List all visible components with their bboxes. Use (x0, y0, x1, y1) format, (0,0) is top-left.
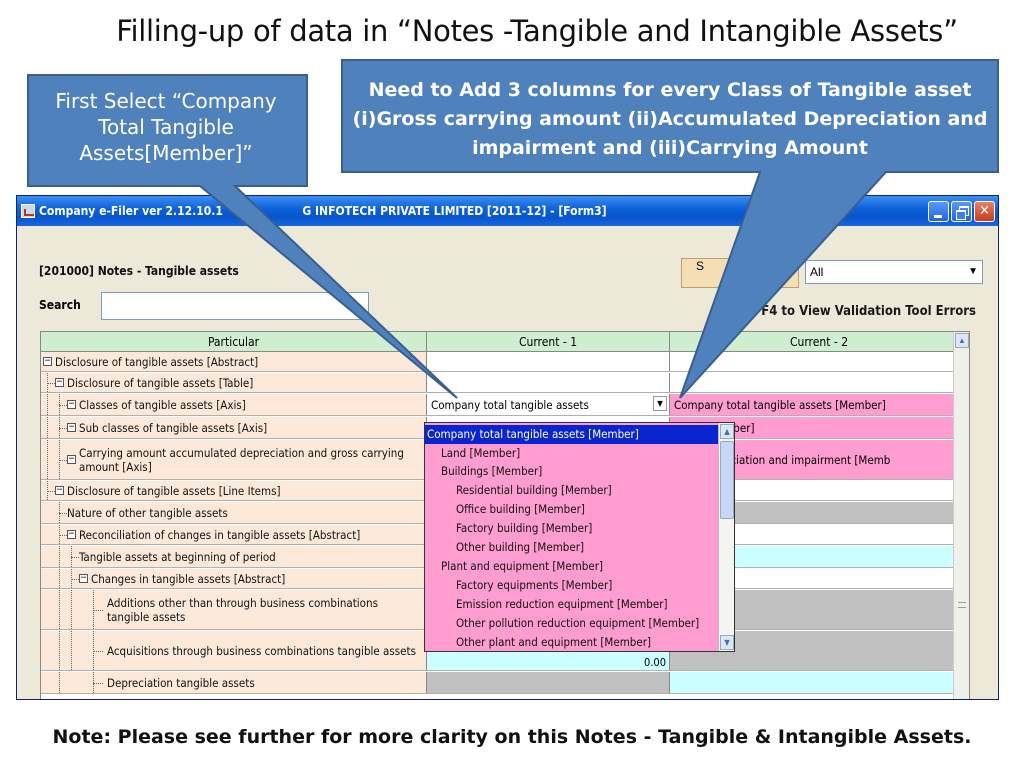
app-icon (21, 204, 35, 218)
footer-note: Note: Please see further for more clarit… (52, 726, 972, 748)
table-row[interactable]: − Classes of tangible assets [Axis] Comp… (41, 394, 969, 416)
dropdown-option[interactable]: Factory equipments [Member] (456, 578, 613, 592)
filter-select-value: All (810, 265, 824, 279)
row-label: Carrying amount accumulated depreciation… (79, 445, 404, 474)
slide-title: Filling-up of data in “Notes -Tangible a… (116, 14, 958, 48)
row-label: Depreciation tangible assets (107, 675, 255, 690)
row-label: Acquisitions through business combinatio… (107, 643, 416, 658)
restore-button[interactable] (951, 201, 972, 222)
window-title-right: G INFOTECH PRIVATE LIMITED [2011-12] - [… (302, 204, 607, 218)
window-controls (928, 201, 995, 222)
collapse-icon[interactable]: − (67, 529, 76, 539)
save-button[interactable]: S (681, 258, 799, 288)
dropdown-scrollbar[interactable]: ▲ ▼ (718, 423, 734, 651)
particular-cell[interactable]: − Disclosure of tangible assets [Line It… (41, 481, 427, 500)
current-2-cell[interactable]: Company total tangible assets [Member] (670, 394, 969, 415)
dropdown-option[interactable]: Factory building [Member] (456, 521, 593, 535)
collapse-icon[interactable]: − (67, 399, 76, 409)
particular-cell[interactable]: Nature of other tangible assets (41, 502, 427, 523)
header-current-1[interactable]: Current - 1 (427, 332, 670, 352)
current-1-cell[interactable] (427, 352, 670, 371)
dropdown-option[interactable]: Emission reduction equipment [Member] (456, 597, 668, 611)
scroll-grip-icon (958, 602, 966, 608)
collapse-icon[interactable]: − (67, 454, 76, 464)
row-label: Classes of tangible assets [Axis] (79, 397, 246, 412)
particular-cell[interactable]: − Sub classes of tangible assets [Axis] (41, 417, 427, 438)
minimize-button[interactable] (928, 201, 949, 222)
class-dropdown-list[interactable]: Company total tangible assets [Member] L… (424, 422, 735, 652)
table-row[interactable]: − Disclosure of tangible assets [Abstrac… (41, 352, 969, 372)
current-2-cell[interactable] (670, 502, 969, 523)
dropdown-option[interactable]: Buildings [Member] (441, 464, 543, 478)
grid-scrollbar[interactable]: ▲ (953, 332, 969, 699)
header-current-2[interactable]: Current - 2 (670, 332, 969, 352)
current-2-cell[interactable] (670, 373, 969, 392)
cell-value: 0.00 (643, 656, 666, 669)
close-button[interactable] (974, 201, 995, 222)
particular-cell[interactable]: Acquisitions through business combinatio… (41, 631, 427, 670)
current-2-cell[interactable] (670, 546, 969, 567)
callout-left-text: First Select “Company Total Tangible Ass… (55, 89, 277, 165)
collapse-icon[interactable]: − (79, 573, 88, 583)
row-label: Reconciliation of changes in tangible as… (79, 527, 361, 542)
row-label: Tangible assets at beginning of period (79, 549, 276, 564)
collapse-icon[interactable]: − (55, 485, 64, 495)
row-label: Sub classes of tangible assets [Axis] (79, 420, 268, 435)
row-label: Disclosure of tangible assets [Abstract] (55, 354, 259, 369)
row-label: Changes in tangible assets [Abstract] (91, 571, 286, 586)
row-label: Additions other than through business co… (107, 595, 378, 624)
callout-right-text: Need to Add 3 columns for every Class of… (352, 79, 988, 159)
current-2-cell[interactable] (670, 672, 969, 693)
filter-select[interactable]: All ▼ (805, 260, 983, 284)
particular-cell[interactable]: − Reconciliation of changes in tangible … (41, 525, 427, 544)
scroll-up-icon[interactable]: ▲ (720, 424, 734, 439)
dropdown-option[interactable]: Other pollution reduction equipment [Mem… (456, 616, 700, 630)
scroll-thumb[interactable] (720, 441, 734, 519)
dropdown-option[interactable]: Other building [Member] (456, 540, 585, 554)
current-2-cell[interactable] (670, 569, 969, 588)
section-title: [201000] Notes - Tangible assets (39, 264, 239, 278)
collapse-icon[interactable]: − (55, 377, 64, 387)
class-combo-value: Company total tangible assets (431, 397, 589, 412)
dropdown-option[interactable]: Company total tangible assets [Member] (425, 425, 719, 444)
scroll-down-icon[interactable]: ▼ (720, 635, 734, 650)
particular-cell[interactable]: Depreciation tangible assets (41, 672, 427, 693)
particular-cell[interactable]: − Disclosure of tangible assets [Table] (41, 373, 427, 392)
dropdown-option[interactable]: Office building [Member] (456, 502, 585, 516)
dropdown-option[interactable]: Other plant and equipment [Member] (456, 635, 652, 649)
table-row[interactable]: − Disclosure of tangible assets [Table] (41, 373, 969, 393)
window-titlebar[interactable]: Company e-Filer ver 2.12.10.1 G INFOTECH… (17, 196, 998, 226)
table-row[interactable]: Depreciation tangible assets (41, 672, 969, 694)
dropdown-option[interactable]: Plant and equipment [Member] (441, 559, 604, 573)
dropdown-option[interactable]: Residential building [Member] (456, 483, 612, 497)
current-2-cell[interactable] (670, 481, 969, 500)
validation-hint: F4 to View Validation Tool Errors (761, 304, 976, 319)
row-label: Nature of other tangible assets (67, 505, 228, 520)
particular-cell[interactable]: − Carrying amount accumulated depreciati… (41, 440, 427, 479)
particular-cell[interactable]: − Changes in tangible assets [Abstract] (41, 569, 427, 588)
collapse-icon[interactable]: − (67, 422, 76, 432)
row-label: Disclosure of tangible assets [Line Item… (67, 483, 281, 498)
class-combo[interactable]: Company total tangible assets ▼ (427, 394, 670, 415)
current-2-cell[interactable] (670, 525, 969, 544)
current-1-cell[interactable] (427, 373, 670, 392)
row-label: Disclosure of tangible assets [Table] (67, 375, 254, 390)
chevron-down-icon[interactable]: ▼ (653, 396, 667, 411)
cell-value: Company total tangible assets [Member] (674, 397, 886, 412)
grid-header: Particular Current - 1 Current - 2 (41, 332, 969, 352)
window-title-left: Company e-Filer ver 2.12.10.1 (39, 204, 223, 218)
current-2-cell[interactable] (670, 352, 969, 371)
particular-cell[interactable]: Tangible assets at beginning of period (41, 546, 427, 567)
particular-cell[interactable]: − Classes of tangible assets [Axis] (41, 394, 427, 415)
search-input[interactable] (101, 292, 369, 320)
collapse-icon[interactable]: − (43, 356, 52, 366)
chevron-down-icon[interactable]: ▼ (968, 266, 978, 277)
current-1-cell[interactable] (427, 672, 670, 693)
particular-cell[interactable]: − Disclosure of tangible assets [Abstrac… (41, 352, 427, 371)
header-particular[interactable]: Particular (41, 332, 427, 352)
search-label: Search (39, 298, 81, 312)
scroll-up-icon[interactable]: ▲ (955, 333, 969, 348)
particular-cell[interactable]: Additions other than through business co… (41, 590, 427, 629)
dropdown-option[interactable]: Land [Member] (441, 446, 521, 460)
